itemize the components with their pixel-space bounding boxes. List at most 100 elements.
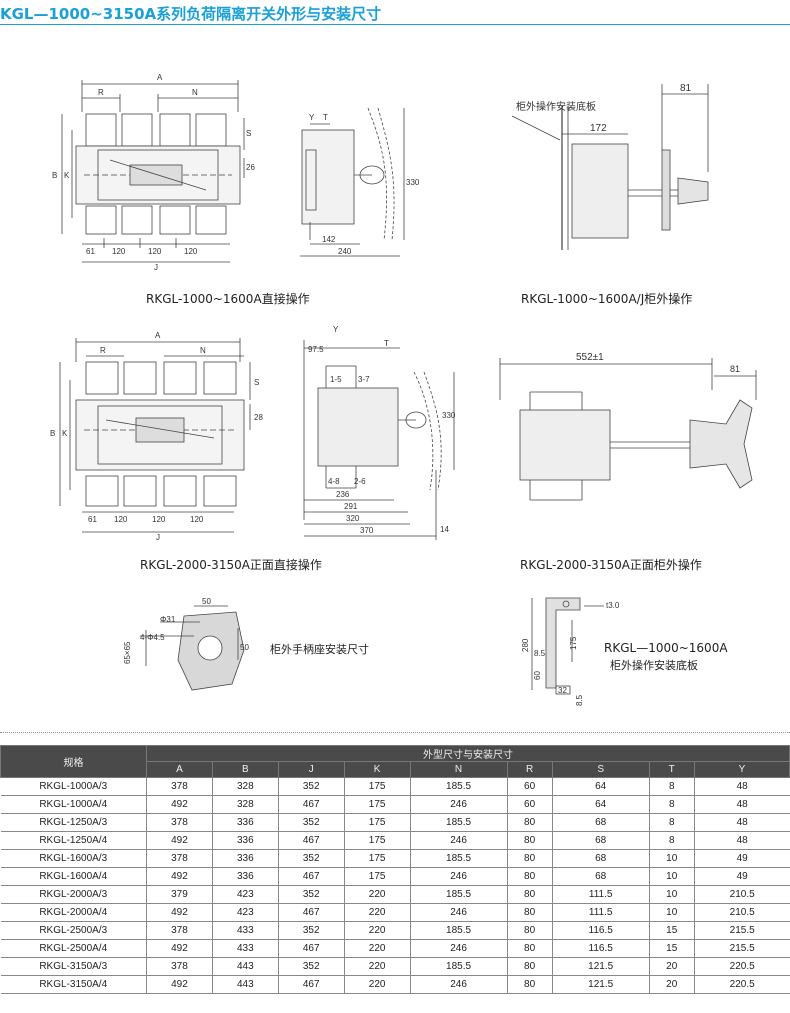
dim-175: 175 (569, 636, 578, 650)
caption-fig2: RKGL-1000~1600A/J柜外操作 (521, 292, 693, 306)
value-cell: 220 (343, 921, 411, 940)
value-cell: 80 (506, 903, 553, 922)
value-cell: 80 (506, 867, 553, 886)
value-cell: 210.5 (693, 885, 790, 904)
dim-a: A (157, 73, 163, 82)
value-cell: 8 (648, 795, 695, 814)
model-cell: RKGL-1600A/4 (0, 867, 147, 886)
value-cell: 467 (277, 903, 345, 922)
dim-n: N (192, 88, 198, 97)
dim-phi31: Φ31 (160, 615, 176, 624)
cabinet-view-1600a (511, 84, 709, 250)
value-cell: 64 (551, 795, 650, 814)
value-cell: 80 (506, 885, 553, 904)
terminal-2-6: 2-6 (354, 477, 366, 486)
dim-81-2: 81 (730, 364, 740, 374)
value-cell: 80 (506, 975, 553, 994)
value-cell: 48 (693, 795, 790, 814)
value-cell: 352 (277, 957, 345, 976)
dim-y: Y (309, 113, 315, 122)
value-cell: 175 (343, 831, 411, 850)
dim-50: 50 (202, 597, 211, 606)
dim-j-2: J (156, 533, 160, 542)
model-cell: RKGL-1250A/4 (0, 831, 147, 850)
value-cell: 215.5 (693, 921, 790, 940)
dim-50-b: 50 (240, 643, 249, 652)
value-cell: 175 (343, 849, 411, 868)
value-cell: 246 (409, 831, 508, 850)
model-cell: RKGL-1000A/3 (0, 777, 147, 796)
dim-330: 330 (406, 178, 420, 187)
value-cell: 220 (343, 957, 411, 976)
value-cell: 175 (343, 777, 411, 796)
value-cell: 68 (551, 813, 650, 832)
value-cell: 80 (506, 939, 553, 958)
dim-8-5b: 8.5 (575, 694, 584, 706)
value-cell: 336 (211, 849, 279, 868)
value-cell: 121.5 (551, 957, 650, 976)
column-header: T (648, 761, 695, 778)
value-cell: 175 (343, 813, 411, 832)
dim-330-2: 330 (442, 411, 456, 420)
dim-b: B (52, 171, 57, 180)
column-header: N (409, 761, 508, 778)
dim-142: 142 (322, 235, 336, 244)
value-cell: 492 (146, 975, 213, 994)
dim-320: 320 (346, 514, 360, 523)
model-cell: RKGL-1000A/4 (0, 795, 147, 814)
value-cell: 121.5 (551, 975, 650, 994)
value-cell: 352 (277, 777, 345, 796)
value-cell: 433 (211, 921, 279, 940)
dim-t-2: T (384, 339, 389, 348)
group-header: 外型尺寸与安装尺寸 (146, 745, 790, 762)
dim-240: 240 (338, 247, 352, 256)
value-cell: 492 (146, 795, 213, 814)
value-cell: 10 (648, 849, 695, 868)
dim-j: J (154, 263, 158, 272)
column-header: Y (693, 761, 790, 778)
value-cell: 60 (506, 795, 553, 814)
front-view-3150a (59, 338, 251, 533)
dim-172: 172 (590, 123, 607, 134)
value-cell: 467 (277, 867, 345, 886)
value-cell: 215.5 (693, 939, 790, 958)
value-cell: 20 (648, 957, 695, 976)
caption-fig6-line2: 柜外操作安装底板 (610, 659, 698, 672)
mounting-plate-labels: t3.0 280 175 8.5 60 32 8.5 (521, 601, 620, 706)
value-cell: 80 (506, 831, 553, 850)
side-view-3150a (303, 340, 455, 540)
dim-26: 26 (246, 163, 255, 172)
value-cell: 185.5 (409, 921, 508, 940)
value-cell: 336 (211, 867, 279, 886)
value-cell: 210.5 (693, 903, 790, 922)
value-cell: 80 (506, 921, 553, 940)
terminal-3-7: 3-7 (358, 375, 370, 384)
value-cell: 111.5 (551, 903, 650, 922)
dim-n-2: N (200, 346, 206, 355)
column-header: J (277, 761, 345, 778)
value-cell: 336 (211, 831, 279, 850)
value-cell: 185.5 (409, 885, 508, 904)
value-cell: 10 (648, 885, 695, 904)
column-header: S (551, 761, 650, 778)
dim-61: 61 (86, 247, 95, 256)
caption-fig6-line1: RKGL—1000~1600A (604, 641, 728, 655)
dim-120-1: 120 (112, 247, 126, 256)
model-cell: RKGL-3150A/4 (0, 975, 147, 994)
value-cell: 352 (277, 849, 345, 868)
value-cell: 220 (343, 975, 411, 994)
dim-a-2: A (155, 331, 161, 340)
dim-b-2: B (50, 429, 55, 438)
dim-120-6: 120 (190, 515, 204, 524)
value-cell: 352 (277, 885, 345, 904)
model-cell: RKGL-3150A/3 (0, 957, 147, 976)
dim-97-5: 97.5 (308, 345, 324, 354)
plate-label: 柜外操作安装底板 (516, 100, 596, 113)
dim-32: 32 (558, 686, 567, 695)
dim-120-4: 120 (114, 515, 128, 524)
value-cell: 246 (409, 795, 508, 814)
